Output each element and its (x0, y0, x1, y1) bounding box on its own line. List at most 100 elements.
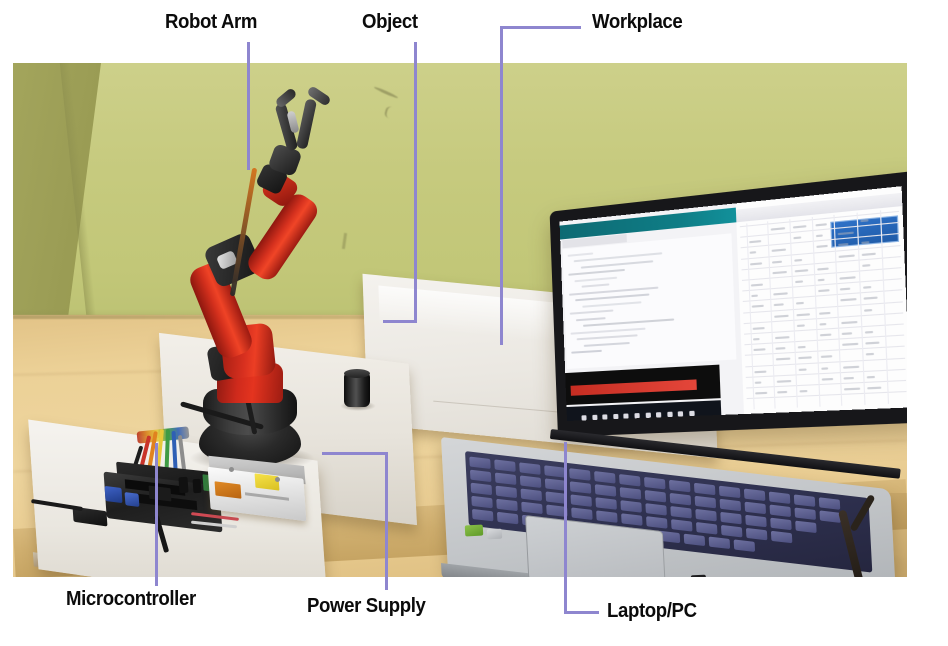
keyboard-key (620, 500, 642, 513)
spreadsheet-cell-value (792, 225, 807, 229)
spreadsheet-cell-value (843, 376, 855, 380)
keyboard-key (619, 487, 642, 500)
spreadsheet-cell-value (749, 240, 761, 244)
spreadsheet-cell-value (815, 245, 828, 249)
keyboard-key (770, 530, 793, 544)
spreadsheet-cell-value (864, 308, 873, 312)
spreadsheet-cell-value (750, 251, 757, 255)
label-object: Object (362, 11, 418, 33)
keyboard-key (720, 524, 743, 538)
fingerprint-reader (690, 574, 707, 577)
keyboard-key (545, 491, 568, 504)
spreadsheet-cell-value (776, 357, 791, 361)
keyboard-key (594, 471, 616, 484)
keyboard-key (496, 511, 519, 525)
spreadsheet-cell-value (796, 312, 810, 316)
spreadsheet-cell-value (793, 236, 802, 240)
keyboard-key (645, 503, 667, 516)
taskbar-icon (592, 414, 598, 420)
microcontroller-chip (148, 485, 172, 502)
keyboard-key (671, 519, 693, 532)
taskbar-icon (667, 411, 673, 417)
keyboard-key (471, 508, 494, 522)
spreadsheet-cell-value (776, 379, 792, 383)
laptop-screen (559, 186, 907, 421)
spreadsheet-cell-value (775, 336, 790, 340)
keyboard-key (469, 456, 491, 470)
target-object (344, 373, 370, 407)
keyboard-key (669, 492, 692, 506)
keyboard-key (469, 469, 492, 483)
spreadsheet-cell-value (771, 248, 787, 253)
spreadsheet-cell-value (773, 292, 789, 296)
keyboard-key (496, 498, 518, 512)
psu-screw (229, 467, 234, 472)
keyboard-key (819, 510, 841, 523)
keyboard-key (570, 494, 592, 507)
spreadsheet-cell-value (752, 305, 764, 309)
spreadsheet-cell-value (751, 283, 763, 287)
label-power-supply: Power Supply (307, 595, 426, 617)
taskbar-icon (581, 414, 587, 421)
keyboard-key (644, 476, 666, 490)
keyboard-key (519, 462, 541, 475)
keyboard-key (571, 507, 593, 520)
keyboard-key (769, 504, 792, 518)
spreadsheet-cell-value (865, 353, 875, 356)
keyboard-key (621, 513, 643, 526)
code-line (580, 260, 654, 269)
spreadsheet-cell-value (821, 377, 834, 381)
keyboard-key (619, 473, 641, 487)
code-line (570, 327, 647, 335)
psu-label-sticker (254, 473, 280, 491)
keyboard-key (494, 459, 516, 472)
taskbar-icon (623, 413, 629, 419)
label-robot-arm: Robot Arm (165, 11, 258, 33)
keyboard-key (596, 510, 618, 523)
keyboard-key (471, 495, 493, 509)
spreadsheet-cell-value (797, 346, 806, 349)
keyboard-key (720, 511, 742, 525)
keyboard-key (644, 490, 667, 503)
taskbar-icon (645, 412, 651, 418)
keyboard-key (544, 465, 566, 478)
taskbar-icon (613, 413, 619, 419)
keyboard-key (668, 479, 691, 493)
code-line (567, 252, 594, 257)
keyboard-key (708, 536, 731, 550)
spreadsheet-cell-value (820, 366, 828, 370)
keyboard-key (743, 488, 766, 502)
terminal-block (104, 485, 123, 504)
spreadsheet-cell-value (795, 280, 804, 284)
laptop-sticker (464, 524, 484, 537)
spreadsheet-cell-value (819, 333, 832, 337)
capacitor (192, 478, 202, 494)
spreadsheet-cell-value (840, 298, 857, 302)
spreadsheet-cell-value (798, 368, 807, 371)
label-microcontroller: Microcontroller (66, 588, 196, 610)
keyboard-key (519, 475, 542, 488)
taskbar-icon (634, 412, 640, 419)
terminal-block (124, 492, 140, 507)
spreadsheet-row-line (744, 346, 905, 357)
keyboard-key (546, 504, 568, 518)
code-line (570, 349, 602, 354)
spreadsheet-row-line (745, 379, 907, 389)
spreadsheet-window (735, 186, 907, 415)
code-line (567, 269, 626, 277)
spreadsheet-cell-value (842, 343, 858, 347)
spreadsheet-cell-value (796, 324, 806, 327)
keyboard-key (521, 501, 543, 515)
spreadsheet-cell-value (865, 341, 880, 345)
spreadsheet-cell-value (865, 330, 874, 334)
keyboard-key (695, 522, 718, 535)
taskbar-icon (678, 410, 684, 417)
spreadsheet-cell-value (817, 289, 830, 293)
spreadsheet-cell-value (866, 375, 876, 379)
code-line (581, 283, 610, 289)
spreadsheet-cell-value (772, 270, 788, 274)
spreadsheet-cell-value (753, 348, 766, 352)
keyboard-key (569, 468, 591, 481)
spreadsheet-cell-value (795, 302, 805, 305)
keyboard-key (520, 488, 543, 502)
